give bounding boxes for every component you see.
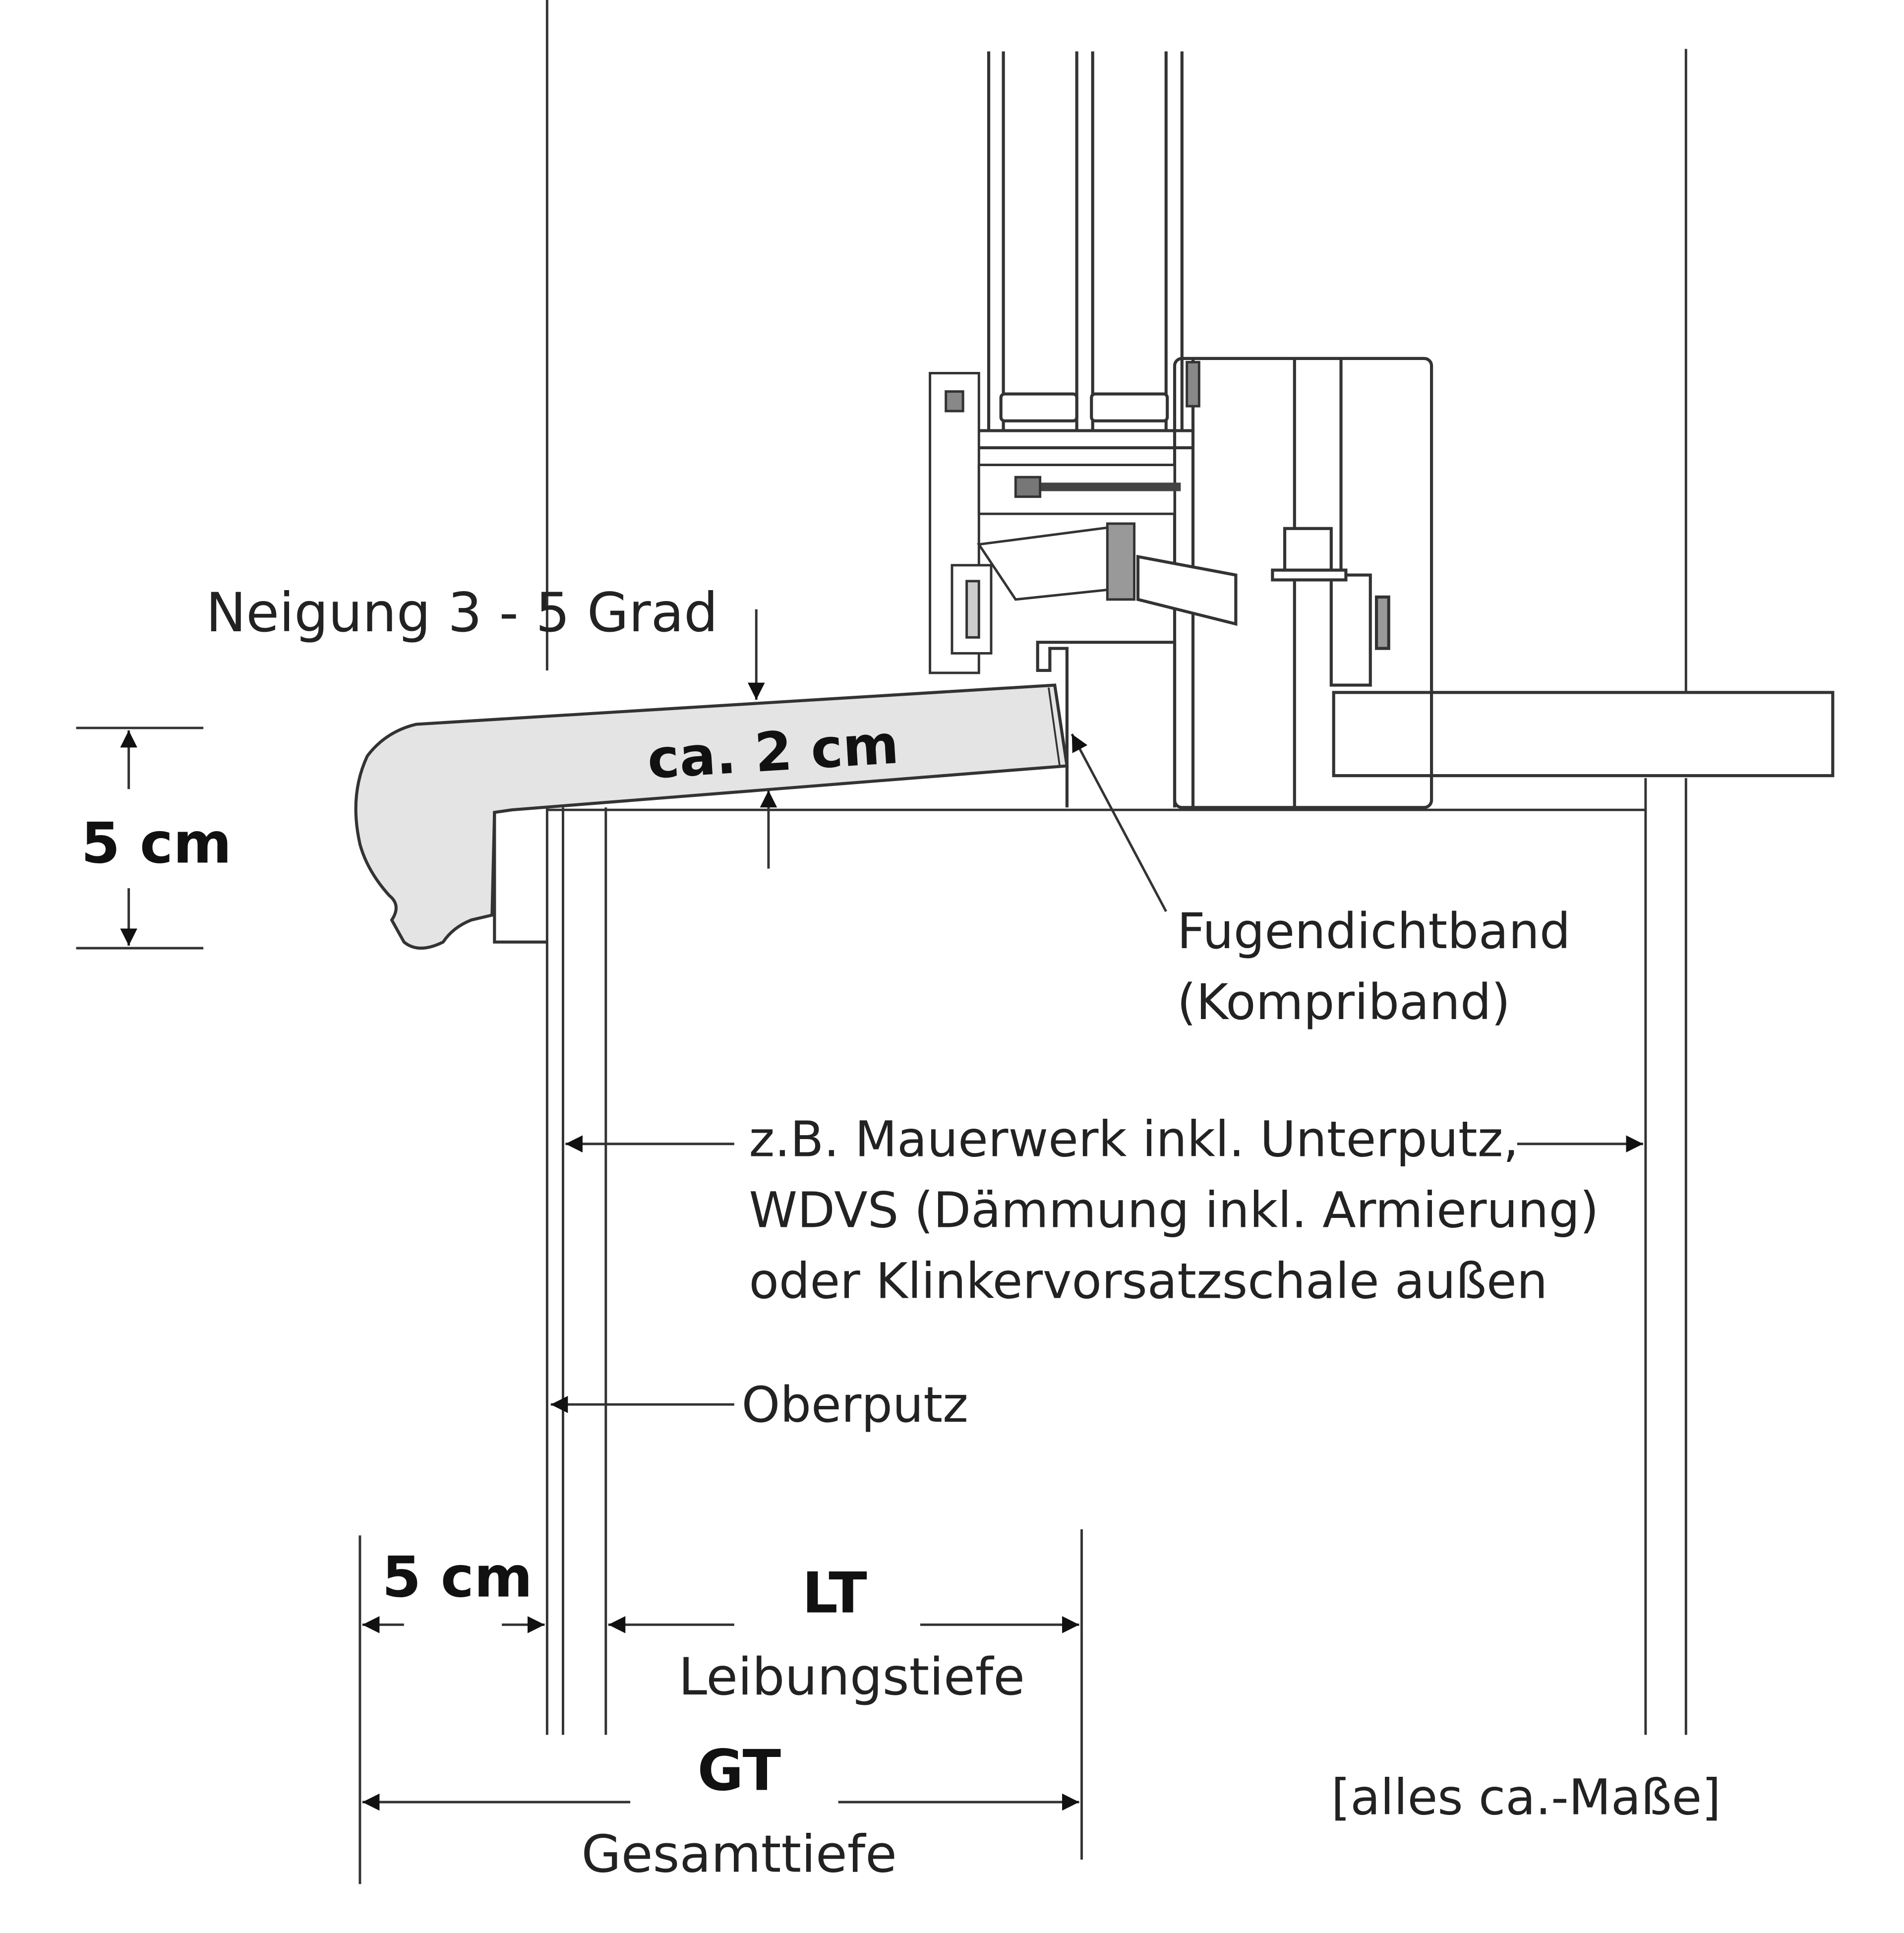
thickness-dimension [747, 609, 777, 869]
gt-full-label: Gesamttiefe [582, 1825, 897, 1884]
sill-height-label: 5 cm [81, 810, 232, 876]
sill-height-dimension [76, 726, 204, 950]
lt-abbr-label: LT [802, 1561, 867, 1626]
overhang-label: 5 cm [382, 1545, 533, 1610]
top-plaster-label: Oberputz [742, 1377, 968, 1434]
dimensions-note: [alles ca.-Maße] [1331, 1769, 1721, 1826]
joint-tape-sublabel: (Kompriband) [1177, 974, 1510, 1031]
glazing [979, 51, 1193, 450]
slope-label: Neigung 3 - 5 Grad [206, 581, 718, 644]
gt-abbr-label: GT [697, 1738, 781, 1803]
sash-profile [929, 361, 1200, 674]
depth-dimensions [358, 1529, 1083, 1884]
lt-full-label: Leibungstiefe [678, 1647, 1025, 1707]
sill-end-line [1048, 687, 1061, 766]
sill-drip-edge [493, 812, 547, 944]
wall-label-line-3: oder Klinkervorsatzschale außen [749, 1253, 1547, 1310]
thickness-label: ca. 2 cm [646, 713, 900, 791]
wall-label-line-2: WDVS (Dämmung inkl. Armierung) [749, 1182, 1599, 1239]
joint-tape-leader [1071, 733, 1167, 912]
wall-label-line-1: z.B. Mauerwerk inkl. Unterputz, [749, 1111, 1518, 1168]
joint-tape-label: Fugendichtband [1177, 903, 1571, 960]
inside-window-board [1332, 691, 1835, 778]
wall-lines [545, 0, 1687, 1735]
window-sill-profile [354, 683, 1069, 950]
window-frame [1036, 357, 1433, 809]
